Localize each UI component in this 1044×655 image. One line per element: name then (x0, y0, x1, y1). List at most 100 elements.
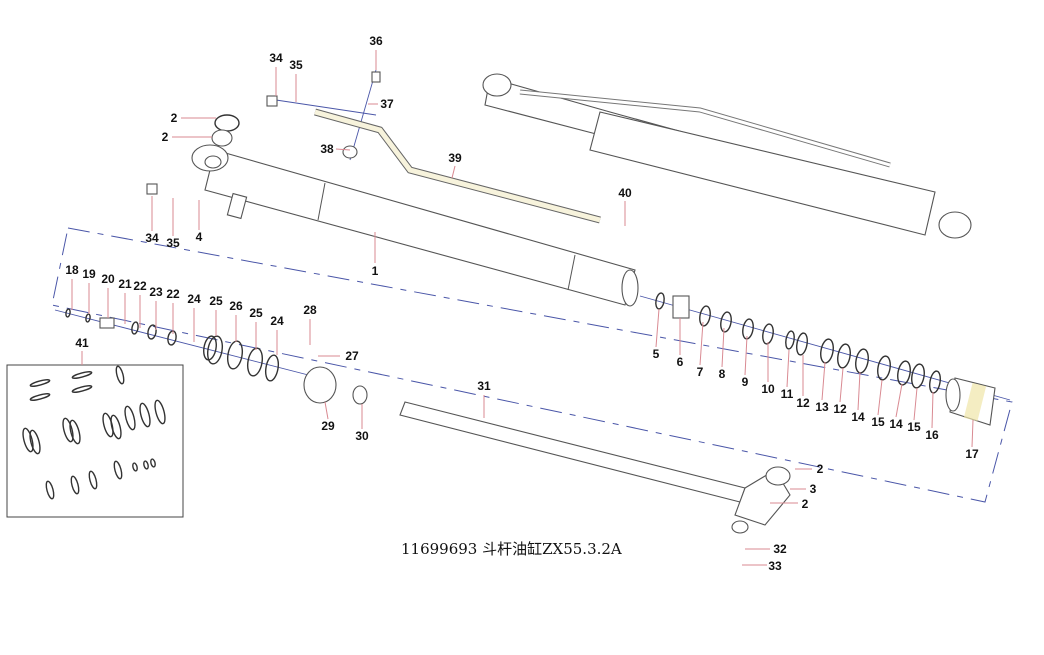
part-number-label: 22 (133, 279, 147, 293)
kit-seal (70, 475, 80, 495)
kit-seal (139, 402, 151, 428)
seal-ring (655, 292, 665, 310)
leader-line (786, 349, 790, 388)
part-number-label: 13 (815, 400, 829, 414)
kit-seal (115, 365, 125, 385)
seal-ring (85, 313, 91, 323)
seal-ring (762, 323, 774, 345)
leader-line (857, 371, 861, 411)
callout-25: 25 (249, 306, 263, 350)
callout-29: 29 (321, 401, 335, 433)
leader-line (335, 148, 351, 151)
seal-ring (855, 348, 869, 374)
part-number-label: 25 (209, 294, 223, 308)
part-number-label: 12 (833, 402, 847, 416)
callout-39: 39 (448, 151, 462, 179)
fitting (371, 71, 381, 83)
assembly-boundary (51, 227, 1013, 503)
kit-seal (143, 460, 149, 470)
part-number-label: 15 (871, 415, 885, 429)
seal-ring (131, 321, 139, 335)
part-number-label: 5 (653, 347, 660, 361)
part-number-label: 35 (166, 236, 180, 250)
part-number-label: 14 (851, 410, 865, 424)
leader-line (877, 379, 883, 416)
part-number-label: 14 (889, 417, 903, 431)
part-number-label: 18 (65, 263, 79, 277)
part-number-label: 22 (166, 287, 180, 301)
kit-seal (110, 414, 122, 440)
part-number-label: 8 (719, 367, 726, 381)
callout-18: 18 (65, 263, 79, 310)
callout-2: 2 (770, 497, 809, 511)
kit-seal (71, 371, 93, 379)
part-number-label: 6 (677, 355, 684, 369)
kit-seal (29, 429, 41, 455)
part-number-label: 2 (802, 497, 809, 511)
callout-22: 22 (166, 287, 180, 334)
callout-32: 32 (745, 542, 787, 556)
callout-17: 17 (965, 419, 979, 461)
seal-ring (877, 355, 891, 381)
callout-8: 8 (719, 327, 726, 381)
callout-30: 30 (355, 404, 369, 443)
kit-seal (88, 470, 98, 490)
callout-1: 1 (372, 232, 379, 278)
part-number-label: 12 (796, 396, 810, 410)
leader-line (699, 321, 704, 366)
kit-seal (45, 480, 55, 500)
part-number-label: 34 (269, 51, 283, 65)
callout-9: 9 (742, 335, 749, 389)
seal-ring (796, 332, 808, 356)
callout-41: 41 (75, 336, 89, 365)
callout-7: 7 (697, 321, 704, 379)
seal-ring (264, 354, 280, 382)
callout-40: 40 (618, 186, 632, 226)
left-axis-line (54, 309, 321, 379)
seal-ring (742, 318, 754, 340)
callout-27: 27 (318, 349, 359, 363)
seal-ring (246, 347, 264, 377)
part-number-label: 2 (171, 111, 178, 125)
callout-14: 14 (851, 371, 865, 424)
callout-34: 34 (145, 196, 159, 245)
callout-4: 4 (196, 200, 203, 244)
leader-line (721, 327, 725, 368)
seal-ring (837, 343, 851, 369)
kit-seal (69, 419, 81, 445)
assembled-cylinder (482, 73, 972, 239)
leader-line (839, 367, 844, 403)
part-number-label: 29 (321, 419, 335, 433)
part-number-label: 26 (229, 299, 243, 313)
part-number-label: 17 (965, 447, 979, 461)
kit-seal (62, 417, 74, 443)
callout-11: 11 (781, 349, 794, 401)
part-number-label: 36 (369, 34, 383, 48)
part-number-label: 9 (742, 375, 749, 389)
part-number-label: 19 (82, 267, 96, 281)
callout-19: 19 (82, 267, 96, 314)
callout-15: 15 (871, 379, 885, 429)
callout-31: 31 (477, 379, 491, 418)
callout-22: 22 (133, 279, 147, 328)
seal-ring (720, 311, 732, 333)
kit-seal (154, 399, 166, 425)
kit-seal (113, 460, 123, 480)
kit-seal (150, 458, 156, 468)
seal-ring (820, 338, 834, 364)
part-number-label: 24 (270, 314, 284, 328)
seal-ring (929, 370, 941, 394)
callout-16: 16 (925, 391, 939, 442)
leader-line (744, 335, 748, 376)
callout-10: 10 (761, 342, 775, 396)
seal-ring (203, 335, 217, 361)
callout-36: 36 (369, 34, 383, 70)
callout-12: 12 (833, 367, 847, 416)
seal-ring (699, 305, 711, 327)
callout-2: 2 (162, 130, 212, 144)
kit-seal (22, 427, 34, 453)
fitting-axis-line (349, 69, 377, 161)
